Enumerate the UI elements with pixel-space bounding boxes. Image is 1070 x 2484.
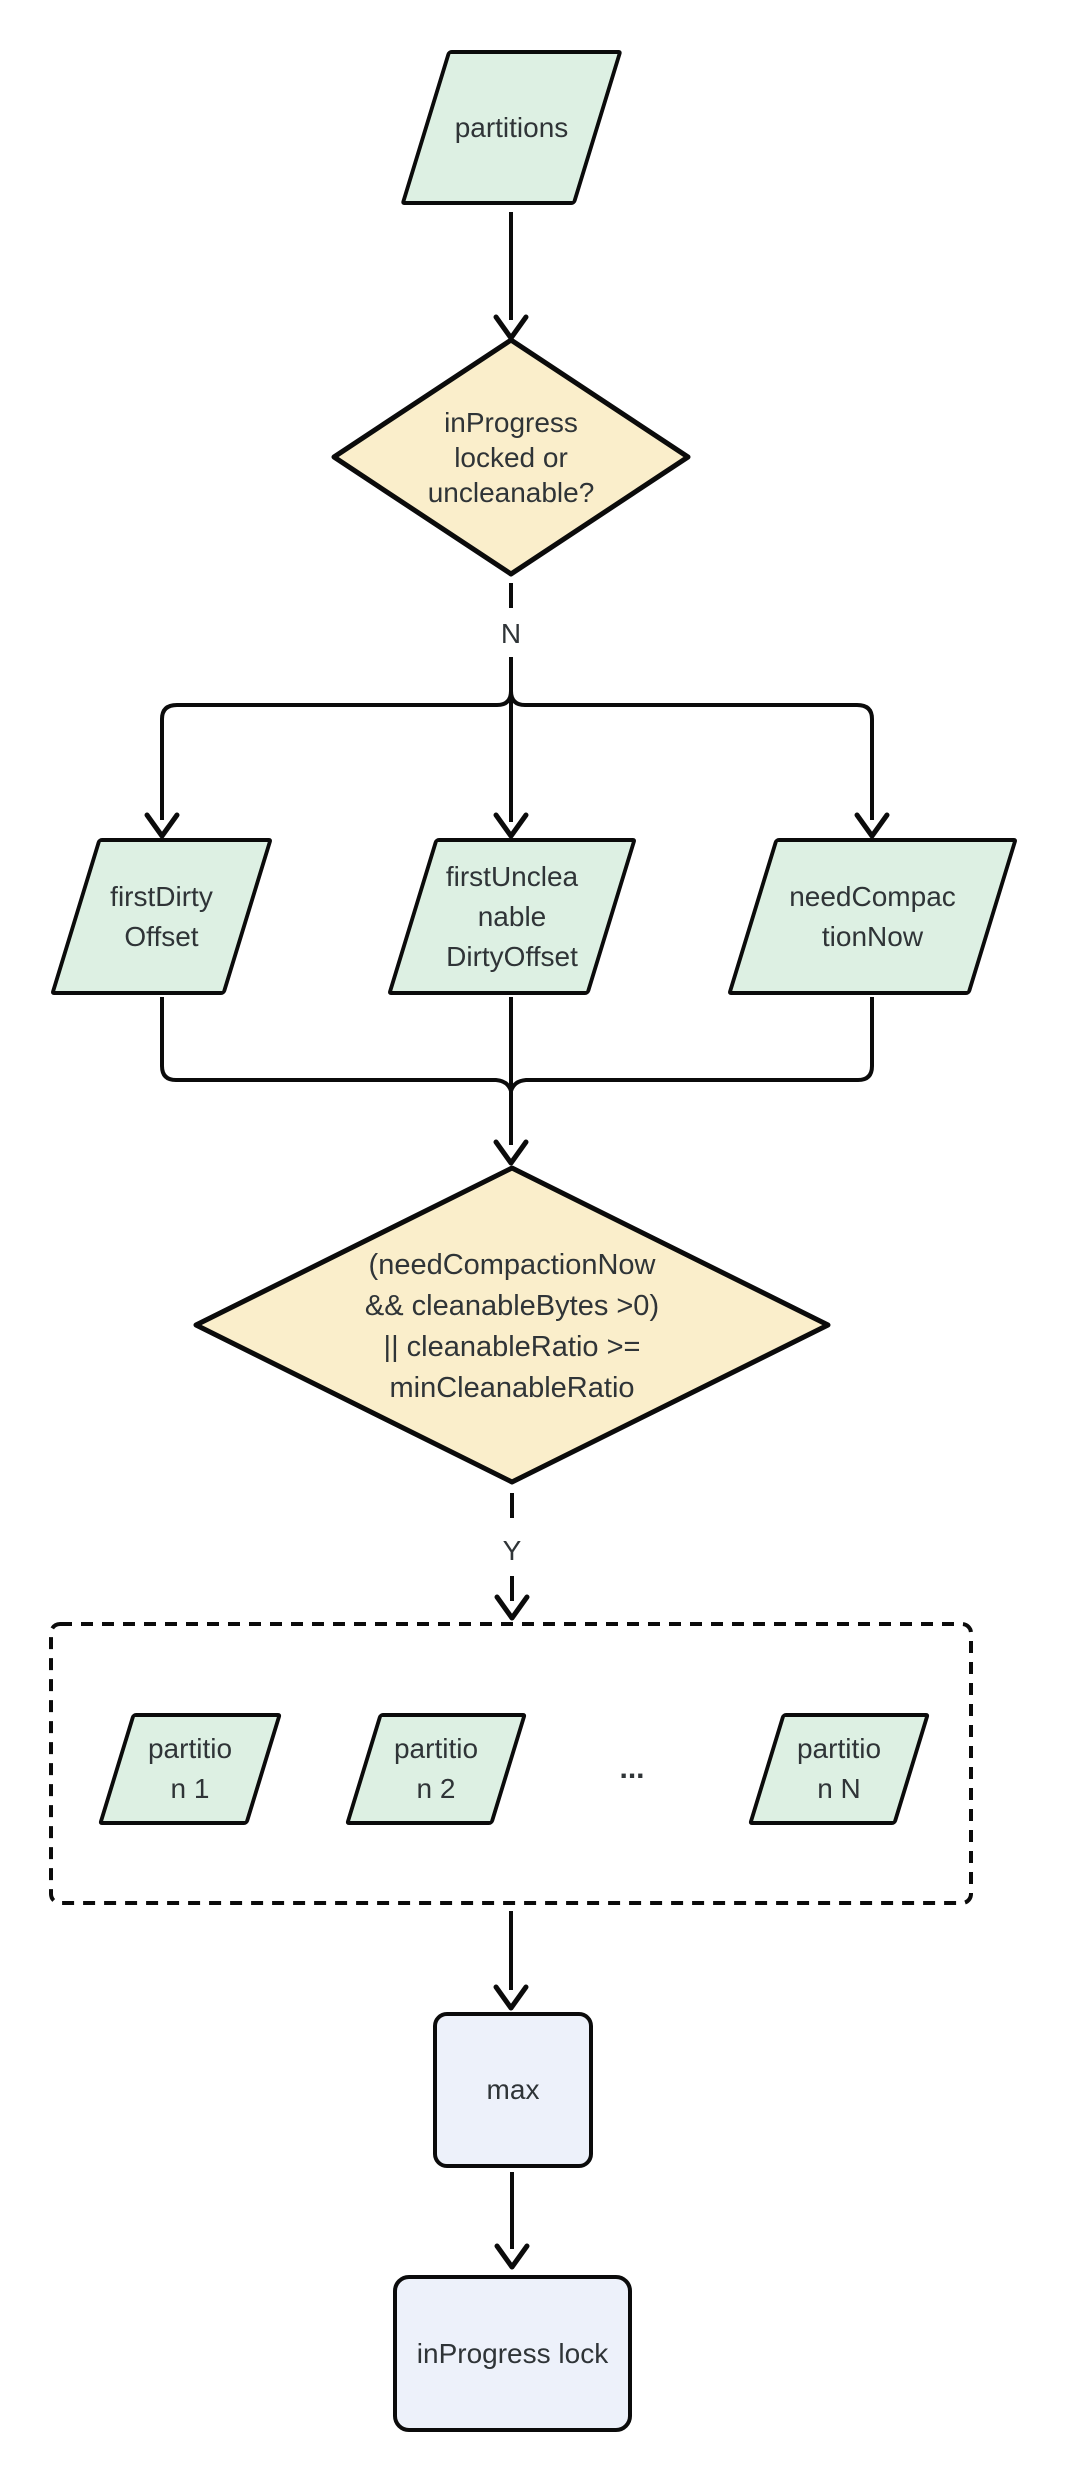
edge-merge-right xyxy=(509,997,874,1092)
arrowhead-into-middle-parallelogram xyxy=(493,812,529,839)
arrowhead-into-right-parallelogram xyxy=(854,812,890,839)
arrowhead-into-group xyxy=(494,1594,530,1621)
node-partitions: partitions xyxy=(400,50,623,205)
node-first-uncleanable-dirty-offset: firstUnclea nable DirtyOffset xyxy=(387,838,637,995)
node-need-compaction-now: needCompac tionNow xyxy=(727,838,1018,995)
edge-branch-right xyxy=(509,690,874,820)
node-inprogress-lock-label: inProgress lock xyxy=(416,2337,609,2369)
node-max: max xyxy=(433,2012,593,2168)
node-inprogress-lock: inProgress lock xyxy=(393,2275,632,2432)
arrowhead-into-check-cleanable xyxy=(493,1139,529,1166)
edge-label-no: N xyxy=(500,618,522,649)
node-partition-n: partitio n N xyxy=(747,1713,931,1825)
arrowhead-into-left-parallelogram xyxy=(144,812,180,839)
node-partition-1: partitio n 1 xyxy=(97,1713,283,1825)
decision-check-locked-label: inProgress locked or uncleanable? xyxy=(427,407,595,508)
node-partition-2: partitio n 2 xyxy=(344,1713,528,1825)
node-first-dirty-offset: firstDirty Offset xyxy=(50,838,273,995)
ellipsis-label: ... xyxy=(619,1752,645,1785)
node-partitions-label: partitions xyxy=(454,111,569,143)
partitions-group-container xyxy=(49,1622,973,1905)
decision-check-locked-shape xyxy=(331,337,691,577)
node-max-label: max xyxy=(486,2074,540,2105)
decision-check-cleanable-label: (needCompactionNow && cleanableBytes >0)… xyxy=(364,1249,660,1404)
arrowhead-into-lock xyxy=(494,2243,530,2270)
edge-branch-left xyxy=(160,690,513,820)
arrowhead-into-max xyxy=(493,1984,529,2011)
edge-label-yes: Y xyxy=(502,1535,522,1566)
arrowhead-into-check-locked xyxy=(493,314,529,341)
decision-check-cleanable-shape xyxy=(193,1165,831,1485)
edge-merge-left xyxy=(160,997,513,1092)
